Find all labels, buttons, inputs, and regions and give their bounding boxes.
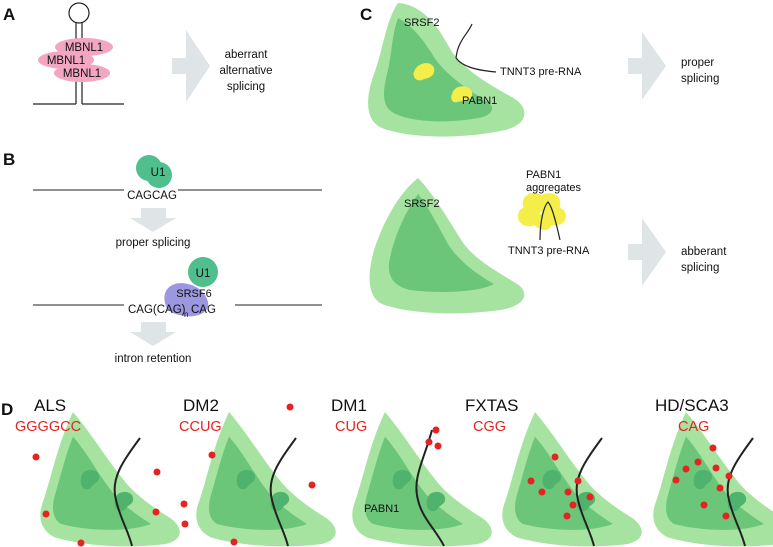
rna-focus (230, 538, 238, 546)
seq-bottom-left: CAG(CAG) (128, 304, 186, 316)
pabn1-label-top: PABN1 (462, 95, 497, 107)
rna-focus (709, 444, 717, 452)
pabn1-aggregates (518, 192, 566, 241)
pabn1-label-d: PABN1 (364, 503, 399, 515)
rna-focus (563, 512, 571, 520)
repeat-label-fxtas: CGG (473, 419, 506, 435)
rna-focus (77, 539, 85, 547)
outcome-a-line-3: splicing (227, 81, 265, 93)
srsf2-label-bottom: SRSF2 (404, 198, 439, 210)
rna-focus (538, 488, 546, 496)
arrow-a (172, 30, 210, 102)
repeat-label-als: GGGGCC (15, 419, 81, 435)
rna-focus (180, 500, 188, 508)
outcome-a-line-1: aberrant (225, 49, 269, 61)
rna-focus (682, 465, 690, 473)
aggregates-label-1: PABN1 (526, 169, 561, 181)
rna-focus (42, 510, 50, 518)
cell-d-fxtas: FXTAS CGG (465, 396, 642, 547)
cell-c-bottom (369, 178, 525, 314)
seq-bottom: CAG(CAG) n CAG (128, 304, 216, 319)
outcome-c-bottom-2: splicing (681, 262, 719, 274)
rna-focus (672, 476, 680, 484)
rna-focus (434, 442, 442, 450)
mbnl1-protein-3: MBNL1 (54, 64, 110, 82)
rna-focus (694, 458, 702, 466)
rna-focus (286, 403, 294, 411)
srsf2-label-top: SRSF2 (404, 17, 439, 29)
arrow-b-top (130, 208, 176, 232)
mbnl1-label-1: MBNL1 (65, 42, 103, 54)
seq-bottom-subscript: n (184, 310, 188, 319)
disease-label-fxtas: FXTAS (465, 396, 519, 415)
panel-d: D ALS GGGGCC D (1, 396, 773, 547)
outcome-c-bottom-1: abberant (681, 246, 727, 258)
rna-focus (208, 451, 216, 459)
aggregates-label-2: aggregates (526, 182, 582, 194)
rna-focus (153, 468, 161, 476)
panel-b: B U1 CAGCAG proper splicing U1 SRSF6 CAG… (3, 150, 322, 365)
seq-bottom-right: CAG (191, 304, 216, 316)
u1-label-bottom: U1 (196, 268, 211, 280)
outcome-b-bottom: intron retention (115, 353, 192, 365)
disease-label-dm1: DM1 (331, 396, 367, 415)
outcome-b-top: proper splicing (116, 237, 191, 249)
cell-d-dm1: DM1 CUG PABN1 (331, 396, 492, 547)
rna-focus (152, 508, 160, 516)
u1-blob-front (146, 162, 172, 188)
disease-label-hd-sca3: HD/SCA3 (655, 396, 729, 415)
rna-focus (700, 501, 708, 509)
repeat-label-dm2: CCUG (179, 419, 222, 435)
outcome-c-top-1: proper (681, 57, 714, 69)
panel-d-label: D (1, 400, 13, 419)
panel-c-label: C (360, 5, 372, 24)
rna-focus (425, 438, 433, 446)
mbnl1-label-3: MBNL1 (63, 68, 101, 80)
rna-focus (725, 472, 733, 480)
cell-d-als: ALS GGGGCC (15, 396, 180, 547)
outcome-a-line-2: alternative (219, 65, 272, 77)
rna-focus (308, 481, 316, 489)
rna-focus (569, 501, 577, 509)
disease-label-als: ALS (34, 396, 66, 415)
rna-focus (527, 477, 535, 485)
rna-focus (722, 512, 730, 520)
cell-d-dm2: DM2 CCUG (179, 396, 336, 547)
arrow-b-bottom (130, 322, 176, 346)
rna-label-top: TNNT3 pre-RNA (500, 66, 582, 78)
u1-label-top: U1 (151, 167, 166, 179)
srsf6-label: SRSF6 (176, 288, 211, 300)
panel-a-label: A (3, 5, 15, 24)
rna-focus (181, 520, 189, 528)
rna-focus (712, 464, 720, 472)
mbnl1-label-2: MBNL1 (47, 55, 85, 67)
rna-focus (716, 484, 724, 492)
rna-focus (432, 426, 440, 434)
seq-top: CAGCAG (127, 190, 177, 202)
rna-focus (551, 453, 559, 461)
rna-focus (32, 453, 40, 461)
rna-label-bottom: TNNT3 pre-RNA (508, 245, 590, 257)
u1-blob-bottom (188, 257, 218, 287)
repeat-label-hd-sca3: CAG (678, 419, 709, 435)
cell-c-top (368, 3, 525, 137)
srsf6-protein (164, 283, 209, 317)
rna-focus (574, 477, 582, 485)
panel-c: C SRSF2 TNNT3 pre-RNA PABN1 proper splic… (360, 3, 727, 314)
repeat-label-dm1: CUG (335, 419, 367, 435)
rna-focus (564, 488, 572, 496)
arrow-c-bottom (628, 218, 666, 286)
cell-d-hd-sca3: HD/SCA3 CAG (653, 396, 773, 547)
rna-focus (586, 493, 594, 501)
outcome-c-top-2: splicing (681, 73, 719, 85)
panel-a: A MBNL1 MBNL1 MBNL1 aberrant alternative… (3, 2, 273, 105)
panel-b-label: B (3, 150, 15, 169)
arrow-c-top (628, 32, 666, 100)
disease-label-dm2: DM2 (183, 396, 219, 415)
